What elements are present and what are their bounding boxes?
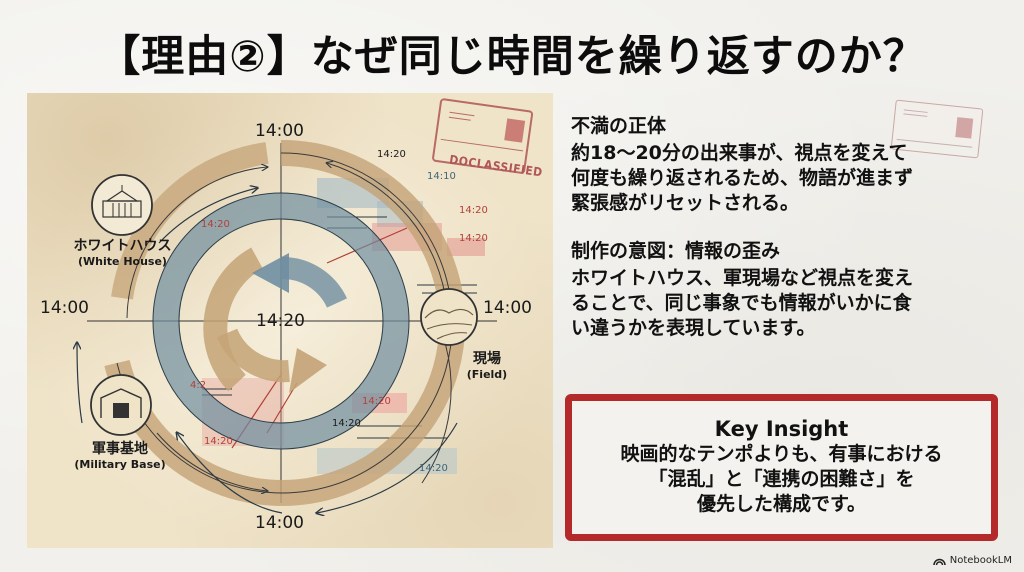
section-complaint: 不満の正体 約18〜20分の出来事が、視点を変えて 何度も繰り返されるため、物語…: [571, 113, 1011, 216]
snippet-time: 14:20: [204, 436, 233, 447]
notebooklm-brand: NotebookLM: [933, 555, 1012, 566]
key-insight-title: Key Insight: [714, 417, 849, 441]
brand-name: NotebookLM: [949, 555, 1012, 566]
snippet-time: 14:10: [427, 171, 456, 182]
snippet-time: 4:2: [190, 380, 207, 391]
time-label-center: 14:20: [256, 311, 305, 331]
field-node: [420, 288, 478, 346]
notebooklm-logo-icon: [933, 558, 946, 565]
snippet-time: 14:20: [377, 149, 406, 160]
node-white-house-label: ホワイトハウス (White House): [73, 238, 172, 268]
section-intent: 制作の意図：情報の歪み ホワイトハウス、軍現場など視点を変え ることで、同じ事象…: [571, 238, 1011, 341]
snippet-time: 14:20: [419, 463, 448, 474]
white-house-node: [91, 174, 153, 236]
snippet-time: 14:20: [459, 233, 488, 244]
section-heading: 制作の意図：情報の歪み: [571, 240, 781, 262]
slide-title: 【理由②】なぜ同じ時間を繰り返すのか？: [97, 32, 927, 82]
time-label-top: 14:00: [255, 121, 304, 141]
military-base-node: [90, 374, 152, 436]
snippet-time: 14:20: [332, 418, 361, 429]
key-insight-box: Key Insight 映画的なテンポよりも、有事における 「混乱」と「連携の困…: [565, 394, 998, 541]
section-heading: 不満の正体: [571, 115, 667, 137]
node-military-base-label: 軍事基地 (Military Base): [74, 441, 166, 471]
explanation-column: 不満の正体 約18〜20分の出来事が、視点を変えて 何度も繰り返されるため、物語…: [571, 113, 1011, 363]
loop-diagram-graphic: [27, 98, 534, 548]
snippet-time: 14:20: [459, 205, 488, 216]
section-body: ホワイトハウス、軍現場など視点を変え ることで、同じ事象でも情報がいかに食 い違…: [571, 267, 914, 339]
section-body: 約18〜20分の出来事が、視点を変えて 何度も繰り返されるため、物語が進まず 緊…: [571, 142, 914, 214]
snippet-time: 14:20: [362, 396, 391, 407]
key-insight-body: 映画的なテンポよりも、有事における 「混乱」と「連携の困難さ」を 優先した構成で…: [620, 443, 943, 515]
time-label-right: 14:00: [483, 298, 532, 318]
time-label-bottom: 14:00: [255, 513, 304, 533]
time-loop-illustration: DOCLASSIFIED 14:00 14:00 14:00 14:00 14:…: [27, 93, 553, 548]
snippet-time: 14:20: [201, 219, 230, 230]
node-field-label: 現場 (Field): [466, 351, 508, 381]
time-label-left: 14:00: [40, 298, 89, 318]
